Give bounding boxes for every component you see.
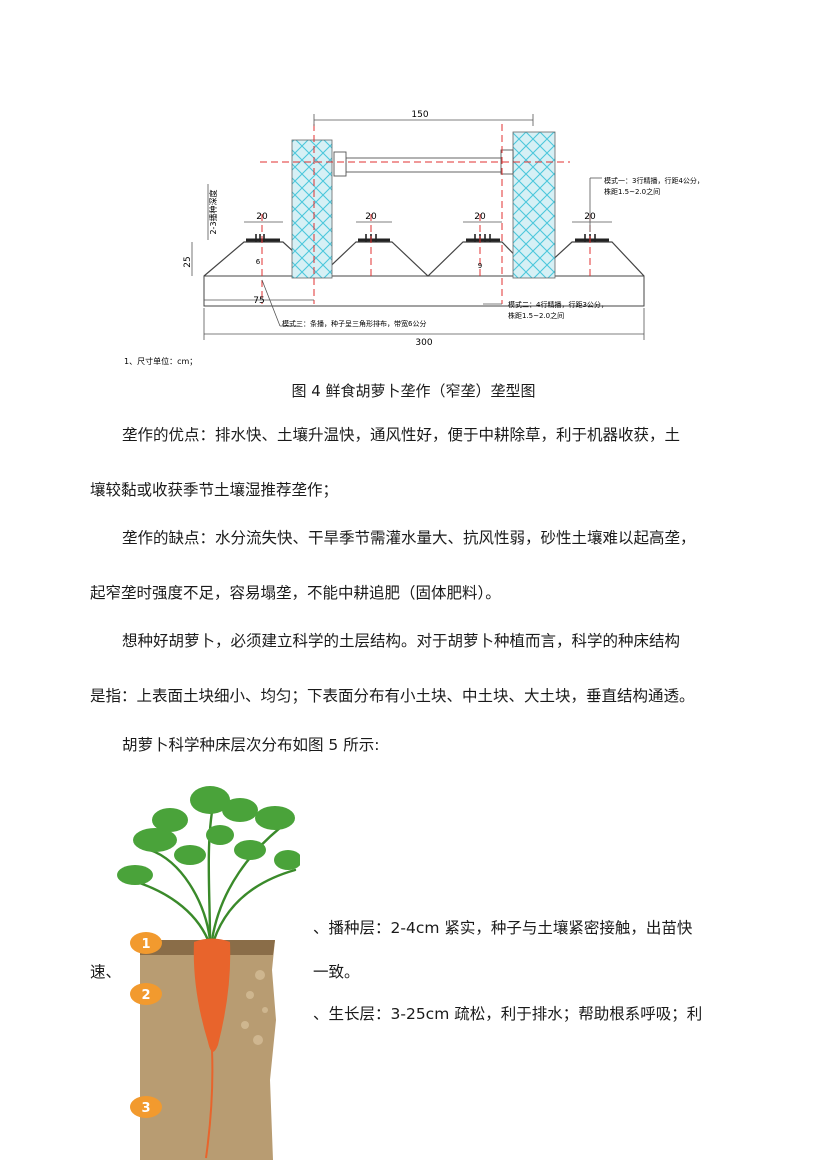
mode1-line2: 株距1.5~2.0之间 bbox=[604, 187, 660, 196]
red-guides bbox=[260, 124, 591, 304]
small-dim-a: 6 bbox=[256, 258, 261, 266]
dim-bed-top-4: 20 bbox=[584, 212, 596, 222]
unit-note: 1、尺寸单位：cm； bbox=[124, 356, 197, 366]
layer-marker-3: 3 bbox=[130, 1096, 162, 1118]
layer-marker-2: 2 bbox=[130, 983, 162, 1005]
layer1-speed: 速、 bbox=[90, 963, 122, 981]
ridge-profile-diagram: 150 20 20 20 20 25 2-3播种深度 75 300 6 9 模式… bbox=[124, 110, 704, 366]
post-left bbox=[291, 139, 333, 279]
para3-line2: 是指：上表面土块细小、均匀；下表面分布有小土块、中土块、大土块，垂直结构通透。 bbox=[90, 687, 695, 705]
small-dim-b: 9 bbox=[478, 262, 482, 270]
layer-marker-1: 1 bbox=[130, 932, 162, 954]
mode2-line1: 模式二：4行精播，行距3公分， bbox=[508, 300, 608, 309]
carrot-soil-illustration: 1 2 3 bbox=[117, 786, 300, 1160]
post-right bbox=[512, 131, 556, 279]
layer1-description-cont: 一致。 bbox=[313, 963, 360, 981]
svg-text:3: 3 bbox=[141, 1101, 150, 1116]
dim-total-width: 300 bbox=[415, 338, 432, 348]
svg-text:1: 1 bbox=[141, 937, 150, 952]
carrot-root bbox=[193, 938, 231, 1052]
para4: 胡萝卜科学种床层次分布如图 5 所示: bbox=[122, 736, 380, 754]
base-block bbox=[203, 275, 645, 307]
layer2-description: 、生长层：3-25cm 疏松，利于排水；帮助根系呼吸；利 bbox=[313, 1005, 703, 1023]
para1-line1: 垄作的优点：排水快、土壤升温快，通风性好，便于中耕除草，利于机器收获，土 bbox=[122, 426, 681, 444]
dim-bed-top-1: 20 bbox=[256, 212, 268, 222]
dim-bed-top-3: 20 bbox=[474, 212, 486, 222]
layer1-description: 、播种层：2-4cm 紧实，种子与土壤紧密接触，出苗快 bbox=[313, 919, 693, 937]
dim-top-width: 150 bbox=[411, 110, 428, 120]
ridge-outline bbox=[203, 241, 645, 277]
mode3-note: 模式三：条播，种子呈三角形排布，带宽6公分 bbox=[282, 319, 426, 328]
para3-line1: 想种好胡萝卜，必须建立科学的土层结构。对于胡萝卜种植而言，科学的种床结构 bbox=[122, 632, 681, 650]
mode1-line1: 模式一：3行精播，行距4公分， bbox=[604, 176, 704, 185]
dim-half-width: 75 bbox=[253, 296, 264, 306]
mode2-line2: 株距1.5~2.0之间 bbox=[508, 311, 564, 320]
dim-bed-top-2: 20 bbox=[365, 212, 377, 222]
para1-line2: 壤较黏或收获季节土壤湿推荐垄作； bbox=[90, 481, 339, 499]
crossbar bbox=[345, 157, 505, 173]
dim-depth: 2-3播种深度 bbox=[208, 189, 218, 234]
dim-height: 25 bbox=[183, 256, 193, 267]
soil-column bbox=[140, 940, 276, 1160]
para2-line1: 垄作的缺点：水分流失快、干旱季节需灌水量大、抗风性弱，砂性土壤难以起高垄， bbox=[122, 529, 696, 547]
figure4-caption: 图 4 鲜食胡萝卜垄作（窄垄）垄型图 bbox=[291, 382, 536, 400]
para2-line2: 起窄垄时强度不足，容易塌垄，不能中耕追肥（固体肥料）。 bbox=[90, 584, 501, 602]
svg-text:2: 2 bbox=[141, 988, 150, 1003]
